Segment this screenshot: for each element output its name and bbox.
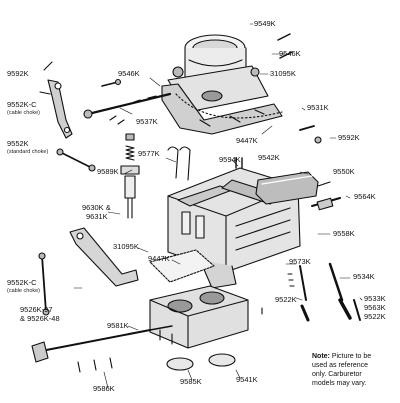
part-label-9581k: 9581K bbox=[107, 321, 129, 330]
part-label-9550k: 9550K bbox=[333, 167, 355, 176]
part-sublabel-cable-choke-bot: (cable choke) bbox=[7, 288, 41, 294]
float bbox=[255, 171, 331, 205]
choke-lever bbox=[39, 61, 73, 139]
part-label-9630k: 9630K & bbox=[82, 203, 111, 212]
part-label-9549k: 9549K bbox=[254, 19, 276, 28]
part-label-9447k-top: 9447K bbox=[236, 136, 258, 145]
part-label-31095k-top: 31095K bbox=[270, 69, 296, 78]
part-label-9592k-left: 9592K bbox=[7, 69, 29, 78]
note-line-1: Picture to be bbox=[329, 353, 372, 360]
part-label-9564k: 9564K bbox=[354, 192, 376, 201]
part-label-9447k-bot: 9447K bbox=[148, 254, 170, 263]
part-label-9558k: 9558K bbox=[333, 229, 355, 238]
note-line-3: only. Carburetor bbox=[312, 371, 362, 378]
part-label-9522k-right: 9522K bbox=[364, 312, 386, 321]
part-label-9589k: 9589K bbox=[97, 167, 119, 176]
throttle-body bbox=[149, 285, 249, 349]
air-horn-assembly bbox=[161, 34, 283, 135]
part-label-9552k: 9552K bbox=[7, 139, 29, 148]
part-label-9522k-mid: 9522K bbox=[275, 295, 297, 304]
part-label-9552kc-bot: 9552K-C bbox=[7, 278, 37, 287]
part-label-9526k97: 9526K-97 bbox=[20, 305, 53, 314]
choke-shaft bbox=[83, 78, 172, 119]
part-label-9594k: 9594K bbox=[219, 155, 241, 164]
part-label-9531k: 9531K bbox=[307, 103, 329, 112]
part-label-9577k: 9577K bbox=[138, 149, 160, 158]
part-label-9592k-right: 9592K bbox=[338, 133, 360, 142]
part-label-9526k48: & 9526K-48 bbox=[20, 314, 60, 323]
mounting-bracket bbox=[38, 227, 139, 316]
throttle-plates bbox=[77, 353, 236, 373]
part-label-9534k: 9534K bbox=[353, 272, 375, 281]
part-label-9631k: 9631K bbox=[86, 212, 108, 221]
part-label-9542k: 9542K bbox=[258, 153, 280, 162]
float-hinge-pins bbox=[167, 146, 191, 181]
part-label-9563k: 9563K bbox=[364, 303, 386, 312]
leader-lines bbox=[73, 23, 363, 389]
jet-screws bbox=[287, 262, 361, 322]
reference-note: Note: Picture to be used as reference on… bbox=[312, 352, 398, 388]
part-label-9546k-mid: 9546K bbox=[118, 69, 140, 78]
part-label-9585k: 9585K bbox=[180, 377, 202, 386]
part-label-9546k-top: 9546K bbox=[279, 49, 301, 58]
part-label-31095k-bot: 31095K bbox=[113, 242, 139, 251]
needle-seat bbox=[311, 197, 341, 211]
note-line-2: used as reference bbox=[312, 362, 369, 369]
part-sublabel-cable-choke: (cable choke) bbox=[7, 110, 41, 116]
part-label-9552kc: 9552K-C bbox=[7, 100, 37, 109]
part-label-9537k: 9537K bbox=[136, 117, 158, 126]
part-label-9541k: 9541K bbox=[236, 375, 258, 384]
throttle-shaft bbox=[31, 325, 173, 363]
part-label-9586k: 9586K bbox=[93, 384, 115, 393]
accelerator-pump-stack bbox=[56, 133, 140, 219]
screws bbox=[109, 33, 322, 315]
base-gasket bbox=[149, 249, 215, 283]
note-line-4: models may vary. bbox=[312, 380, 367, 387]
part-label-9573k: 9573K bbox=[289, 257, 311, 266]
part-label-9533k: 9533K bbox=[364, 294, 386, 303]
note-heading: Note: bbox=[312, 353, 330, 360]
part-sublabel-standard-choke: (standard choke) bbox=[7, 149, 49, 155]
